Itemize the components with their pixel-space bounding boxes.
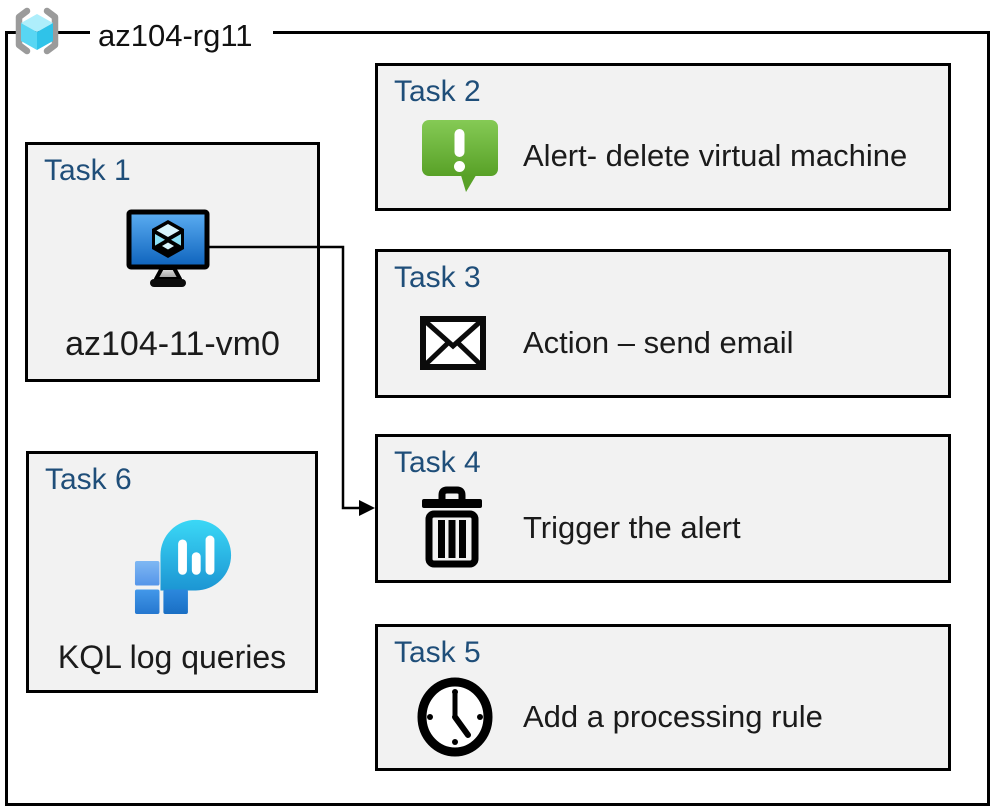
log-analytics-icon <box>134 519 232 614</box>
alert-speech-bubble-icon <box>422 120 498 192</box>
task6-title: Task 6 <box>45 463 132 496</box>
task3-label: Action – send email <box>523 324 794 360</box>
trash-icon <box>422 486 482 567</box>
task1-title: Task 1 <box>44 154 131 187</box>
task3-box: Task 3 Action – send email <box>375 249 951 398</box>
clock-icon <box>417 677 493 756</box>
task1-box: Task 1 az104-11-vm0 <box>25 142 320 382</box>
virtual-machine-monitor-icon <box>126 209 210 287</box>
task5-box: Task 5 Add a processing rule <box>375 624 951 771</box>
task4-box: Task 4 Trigger the alert <box>375 434 951 583</box>
envelope-icon <box>420 315 486 370</box>
resource-group-icon <box>15 7 59 55</box>
task1-label: az104-11-vm0 <box>65 325 280 363</box>
task4-title: Task 4 <box>394 446 481 479</box>
task2-box: Task 2 Alert- delete virtual machine <box>375 63 951 211</box>
task6-box: Task 6 <box>26 451 318 693</box>
resource-group-label: az104-rg11 <box>90 17 273 55</box>
task5-label: Add a processing rule <box>523 698 823 734</box>
task2-title: Task 2 <box>394 75 481 108</box>
task6-label: KQL log queries <box>57 639 287 675</box>
task3-title: Task 3 <box>394 261 481 294</box>
task2-label: Alert- delete virtual machine <box>523 138 908 173</box>
task5-title: Task 5 <box>394 636 481 669</box>
task4-label: Trigger the alert <box>523 509 741 545</box>
